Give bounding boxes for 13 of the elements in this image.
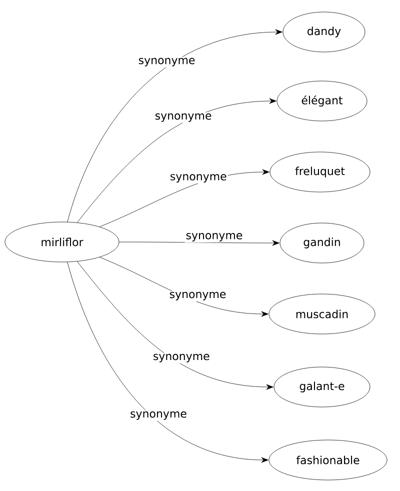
arrow [99,257,268,317]
arrow [77,98,276,223]
edge-label: synonyme [168,290,228,302]
arrow [67,262,268,463]
edge-label: synonyme [152,352,211,364]
edge-label: synonyme [184,232,244,242]
edge-label: synonyme [154,112,213,123]
edge-label: synonyme [168,173,228,184]
arrow [119,240,280,246]
arrow [77,261,274,390]
edge-label: synonyme [129,410,188,421]
arrow [67,29,282,222]
edge-label: synonyme [137,56,196,68]
